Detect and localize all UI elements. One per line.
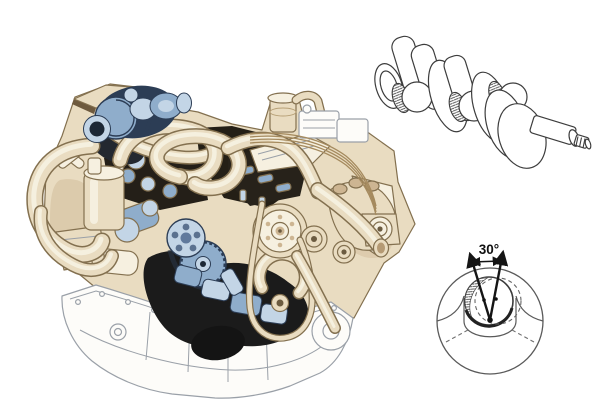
spark-plug-wires xyxy=(249,132,377,216)
connecting-rod xyxy=(220,268,244,296)
threaded-tip xyxy=(573,134,592,150)
oil-filler-breather xyxy=(267,92,299,133)
oil-filter-canister xyxy=(83,157,125,231)
crankpin xyxy=(401,81,433,113)
crankshaft-drawing xyxy=(374,35,592,169)
pivot-dot xyxy=(487,317,493,323)
exhaust-downpipe xyxy=(317,188,390,258)
idler-pulleys xyxy=(300,213,401,264)
angle-label: 30° xyxy=(479,242,499,257)
ray-dot xyxy=(494,297,498,301)
engine-cutaway-figure xyxy=(34,83,416,399)
angle-span-arrow xyxy=(470,256,503,267)
wastegate-actuator xyxy=(123,87,139,103)
crank-angle-diagram: 30° xyxy=(436,242,544,375)
crankshaft-and-pistons xyxy=(173,264,288,325)
sump-boot xyxy=(191,325,245,361)
compressor-outlet xyxy=(176,92,192,114)
expansion-tank xyxy=(298,104,369,143)
crankpin-hatched-crescent xyxy=(464,276,491,319)
timing-cover-scroll xyxy=(258,253,305,313)
turbocharger xyxy=(83,85,192,143)
ray-dot xyxy=(482,298,486,302)
